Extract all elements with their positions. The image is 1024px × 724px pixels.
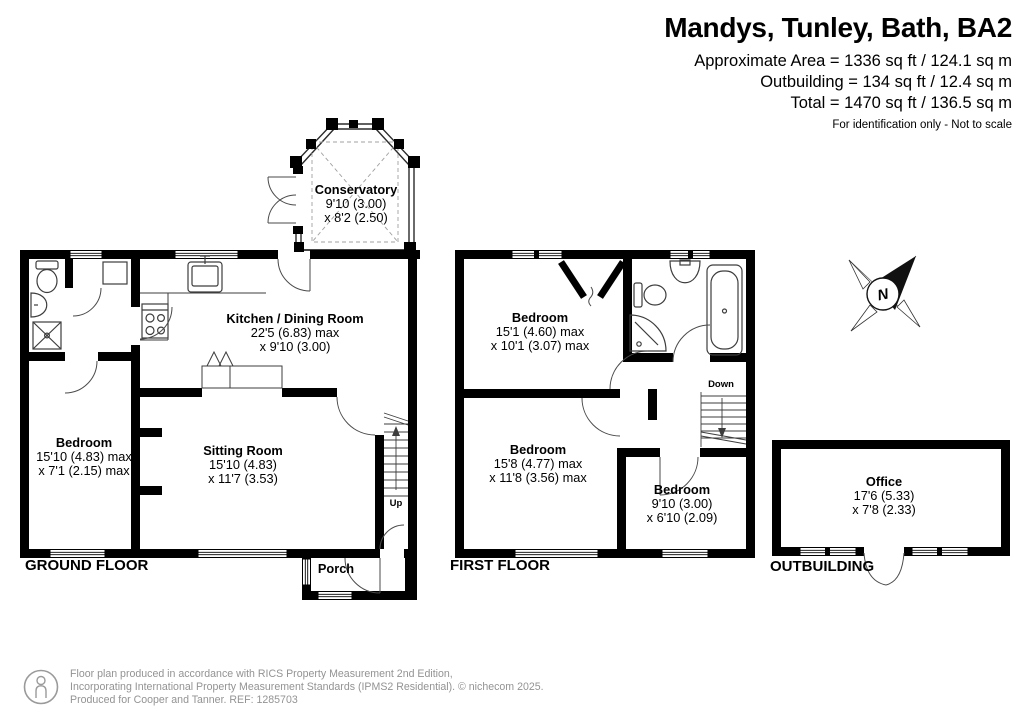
ground-floor-windows — [49, 250, 353, 600]
first-floor-walls — [455, 250, 755, 558]
first-floor-stairs — [700, 392, 747, 447]
room-label-gf-bedroom: Bedroom 15'10 (4.83) max x 7'1 (2.15) ma… — [36, 435, 132, 478]
conservatory-plan — [267, 118, 420, 252]
shower-icon — [629, 314, 667, 352]
person-icon — [23, 669, 59, 705]
page-title: Mandys, Tunley, Bath, BA2 — [664, 12, 1012, 43]
cupboard — [102, 261, 128, 285]
room-label-sitting-room: Sitting Room 15'10 (4.83) x 11'7 (3.53) — [203, 443, 283, 486]
outbuilding-walls — [772, 440, 1010, 556]
chimney-door-squiggle — [588, 286, 594, 307]
kitchen-sink-icon — [187, 255, 223, 293]
footer: Floor plan produced in accordance with R… — [22, 668, 544, 708]
room-label-conservatory: Conservatory 9'10 (3.00) x 8'2 (2.50) — [314, 182, 398, 225]
ground-floor-walls — [20, 250, 420, 600]
ground-floor-fixtures — [30, 255, 283, 389]
first-floor-doors — [581, 324, 711, 496]
room-label-ff-bedroom-1: Bedroom 15'1 (4.60) max x 10'1 (3.07) ma… — [490, 310, 590, 353]
room-label-kitchen-dining: Kitchen / Dining Room 22'5 (6.83) max x … — [226, 311, 364, 354]
title-block: Mandys, Tunley, Bath, BA2 Approximate Ar… — [664, 12, 1012, 131]
room-label-porch: Porch — [317, 561, 355, 576]
toilet-icon — [633, 282, 667, 308]
first-floor-label: FIRST FLOOR — [450, 557, 550, 574]
basin-icon — [30, 292, 48, 318]
ground-floor-stairs — [383, 412, 409, 497]
outbuilding-area: Outbuilding = 134 sq ft / 12.4 sq m — [760, 73, 1012, 91]
outbuilding-doors — [863, 552, 905, 586]
room-label-office: Office 17'6 (5.33) x 7'8 (2.33) — [852, 474, 916, 517]
room-label-ff-bedroom-2: Bedroom 15'8 (4.77) max x 11'8 (3.56) ma… — [489, 442, 587, 485]
kitchen-counter — [140, 292, 266, 341]
outbuilding-label: OUTBUILDING — [770, 558, 875, 575]
outbuilding-windows — [799, 547, 969, 556]
footer-text: Floor plan produced in accordance with R… — [70, 668, 544, 707]
stove-icon — [141, 303, 169, 339]
basin-icon — [669, 259, 701, 284]
first-floor-windows — [511, 250, 711, 558]
total-area: Total = 1470 sq ft / 136.5 sq m — [790, 94, 1012, 112]
first-floor-fixtures — [629, 259, 743, 356]
ground-floor-label: GROUND FLOOR — [25, 557, 149, 574]
stairs-down-label: Down — [708, 379, 734, 390]
ground-floor-doors — [64, 258, 405, 594]
room-label-ff-bedroom-3: Bedroom 9'10 (3.00) x 6'10 (2.09) — [646, 482, 718, 525]
toilet-icon — [35, 260, 59, 294]
approximate-area: Approximate Area = 1336 sq ft / 124.1 sq… — [694, 52, 1012, 70]
first-floor-chimney — [558, 260, 626, 299]
compass-rose — [848, 255, 921, 332]
stairs-up-label: Up — [389, 498, 403, 509]
disclaimer: For identification only - Not to scale — [832, 119, 1012, 131]
bathtub-icon — [706, 264, 743, 356]
fireplace-unit — [201, 350, 283, 389]
shower-icon — [32, 321, 62, 350]
